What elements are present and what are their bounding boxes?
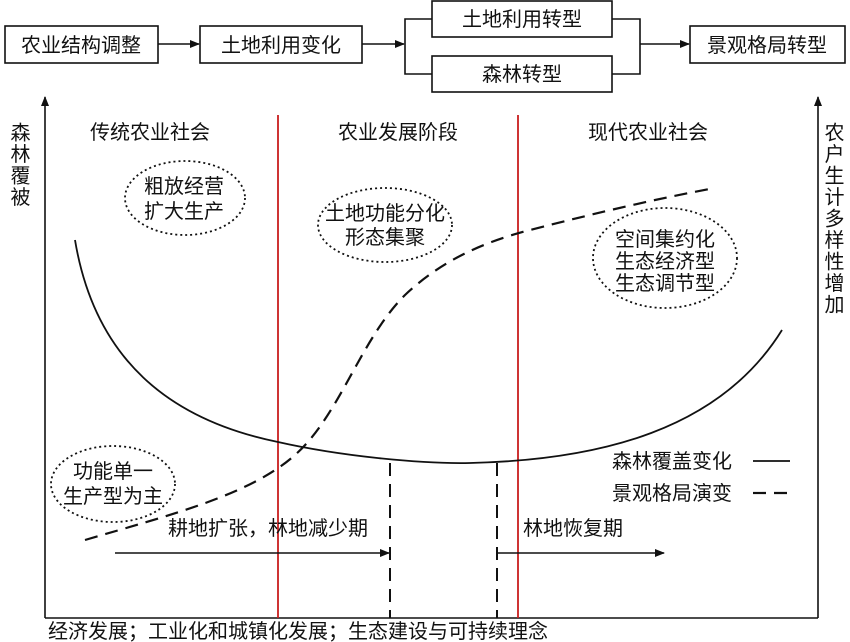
flow-bracket-right [612, 18, 641, 75]
expansion-period-label: 耕地扩张，林地减少期 [168, 516, 368, 540]
bubble-extensive [124, 160, 246, 236]
landscape-pattern-curve [84, 186, 716, 542]
legend-forest-label: 森林覆盖变化 [612, 449, 732, 473]
bubbles [50, 160, 738, 523]
period-boundaries [389, 463, 498, 618]
flow-bracket-left [404, 18, 432, 75]
bottom-axis-label: 经济发展；工业化和城镇化发展；生态建设与可持续理念 [48, 619, 548, 642]
flow-box-land-use-transition [431, 0, 613, 38]
flow-label-step1: 农业结构调整 [21, 33, 141, 57]
forest-cover-curve [74, 239, 783, 464]
flow-label-step4: 景观格局转型 [707, 33, 827, 57]
bubble-differentiation-line-1: 土地功能分化 [325, 201, 445, 225]
stage-dividers [277, 115, 519, 618]
bubble-intensive-line-2: 生态经济型 [615, 249, 715, 273]
bubble-intensive [592, 207, 738, 309]
flow-box-land-use-change [199, 25, 363, 64]
bubble-single-function [50, 445, 176, 523]
flow-box-forest-transition [431, 55, 613, 93]
legend-landscape-label: 景观格局演变 [612, 481, 732, 505]
flow-box-landscape-transition [689, 25, 846, 64]
bubble-single-function-line-1: 功能单一 [73, 459, 153, 483]
flow-label-step2: 土地利用变化 [221, 33, 341, 57]
left-axis-label: 森林覆被 [7, 122, 31, 208]
bubble-single-function-line-2: 生产型为主 [63, 484, 163, 508]
stage-heading-traditional: 传统农业社会 [90, 120, 210, 144]
bubble-intensive-line-3: 生态调节型 [615, 271, 715, 295]
flow-label-step3b: 森林转型 [482, 62, 562, 86]
recovery-period-label: 林地恢复期 [523, 516, 623, 540]
flow-box-structure-adjustment [4, 25, 159, 64]
axes [41, 96, 822, 619]
bubble-extensive-line-1: 粗放经营 [144, 174, 224, 198]
bubble-differentiation [317, 187, 453, 263]
bubble-intensive-line-1: 空间集约化 [615, 227, 715, 251]
stage-heading-modern: 现代农业社会 [588, 120, 708, 144]
legend: 森林覆盖变化 景观格局演变 [612, 449, 792, 505]
stage-heading-development: 农业发展阶段 [338, 120, 458, 144]
right-axis-label: 农户生计多样性增加 [821, 122, 845, 316]
flow-chain [4, 0, 846, 93]
flow-label-step3a: 土地利用转型 [462, 7, 582, 31]
bubble-extensive-line-2: 扩大生产 [144, 199, 224, 223]
bubble-differentiation-line-2: 形态集聚 [345, 225, 425, 249]
